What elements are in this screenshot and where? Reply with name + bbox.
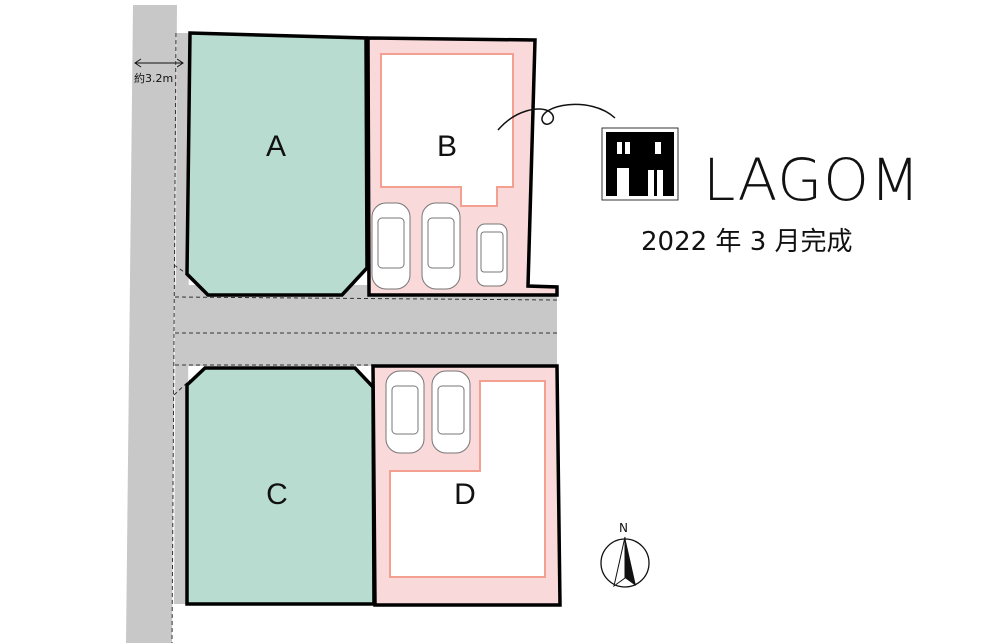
compass-north-label: N [619, 521, 628, 535]
north-compass-icon [600, 536, 650, 588]
brand-name: LAGOM [703, 146, 921, 214]
road-width-label: 約3.2m [134, 71, 173, 85]
west-road [126, 5, 177, 643]
car-icon [421, 202, 461, 290]
lagom-logo-icon [601, 127, 679, 201]
completion-date: 2022 年 3 月完成 [641, 227, 853, 257]
private-road [175, 285, 557, 366]
lot-d-label: D [454, 478, 476, 511]
car-icon [385, 370, 425, 454]
building-b [380, 53, 514, 207]
car-icon [476, 223, 508, 287]
lot-c-label: C [266, 478, 288, 511]
car-icon [371, 202, 411, 290]
car-icon [431, 370, 471, 454]
lot-a[interactable] [185, 31, 369, 297]
building-d [389, 380, 546, 578]
dimension-arrow [134, 58, 184, 68]
connector-curl [497, 103, 616, 131]
lot-a-label: A [266, 130, 286, 163]
lot-b-label: B [437, 130, 457, 163]
